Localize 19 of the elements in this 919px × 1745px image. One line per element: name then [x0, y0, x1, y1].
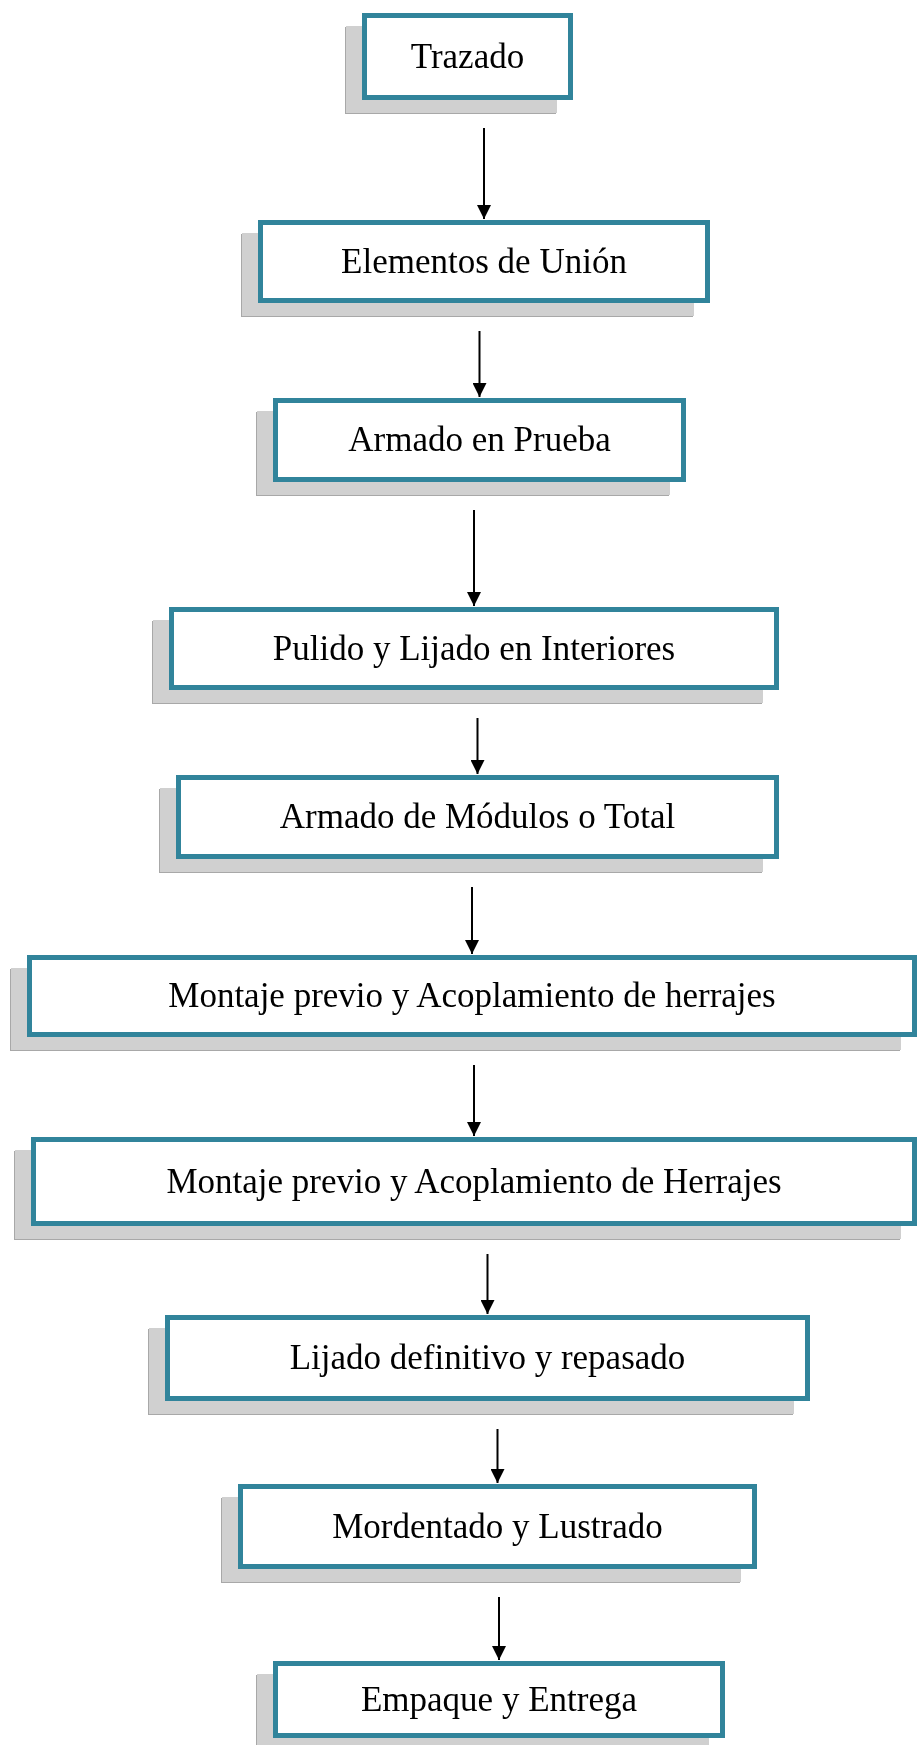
- step-label: Elementos de Unión: [341, 241, 627, 282]
- arrow: [490, 1428, 505, 1484]
- arrow: [470, 717, 485, 775]
- step-label: Mordentado y Lustrado: [332, 1506, 663, 1547]
- step-label: Montaje previo y Acoplamiento de herrajes: [168, 976, 776, 1016]
- step-label: Armado en Prueba: [348, 420, 611, 460]
- arrow: [472, 330, 487, 398]
- arrow: [492, 1596, 506, 1661]
- step-label: Montaje previo y Acoplamiento de Herrajes: [166, 1161, 782, 1202]
- arrow: [465, 886, 479, 955]
- step-label: Armado de Módulos o Total: [279, 797, 676, 837]
- arrow: [480, 1253, 495, 1315]
- arrow: [477, 127, 491, 220]
- step-label: Lijado definitivo y repasado: [289, 1338, 686, 1378]
- step-label: Trazado: [410, 36, 525, 77]
- arrow: [467, 509, 481, 607]
- arrow: [467, 1064, 481, 1137]
- step-label: Empaque y Entrega: [361, 1679, 637, 1720]
- step-label: Pulido y Lijado en Interiores: [272, 628, 676, 669]
